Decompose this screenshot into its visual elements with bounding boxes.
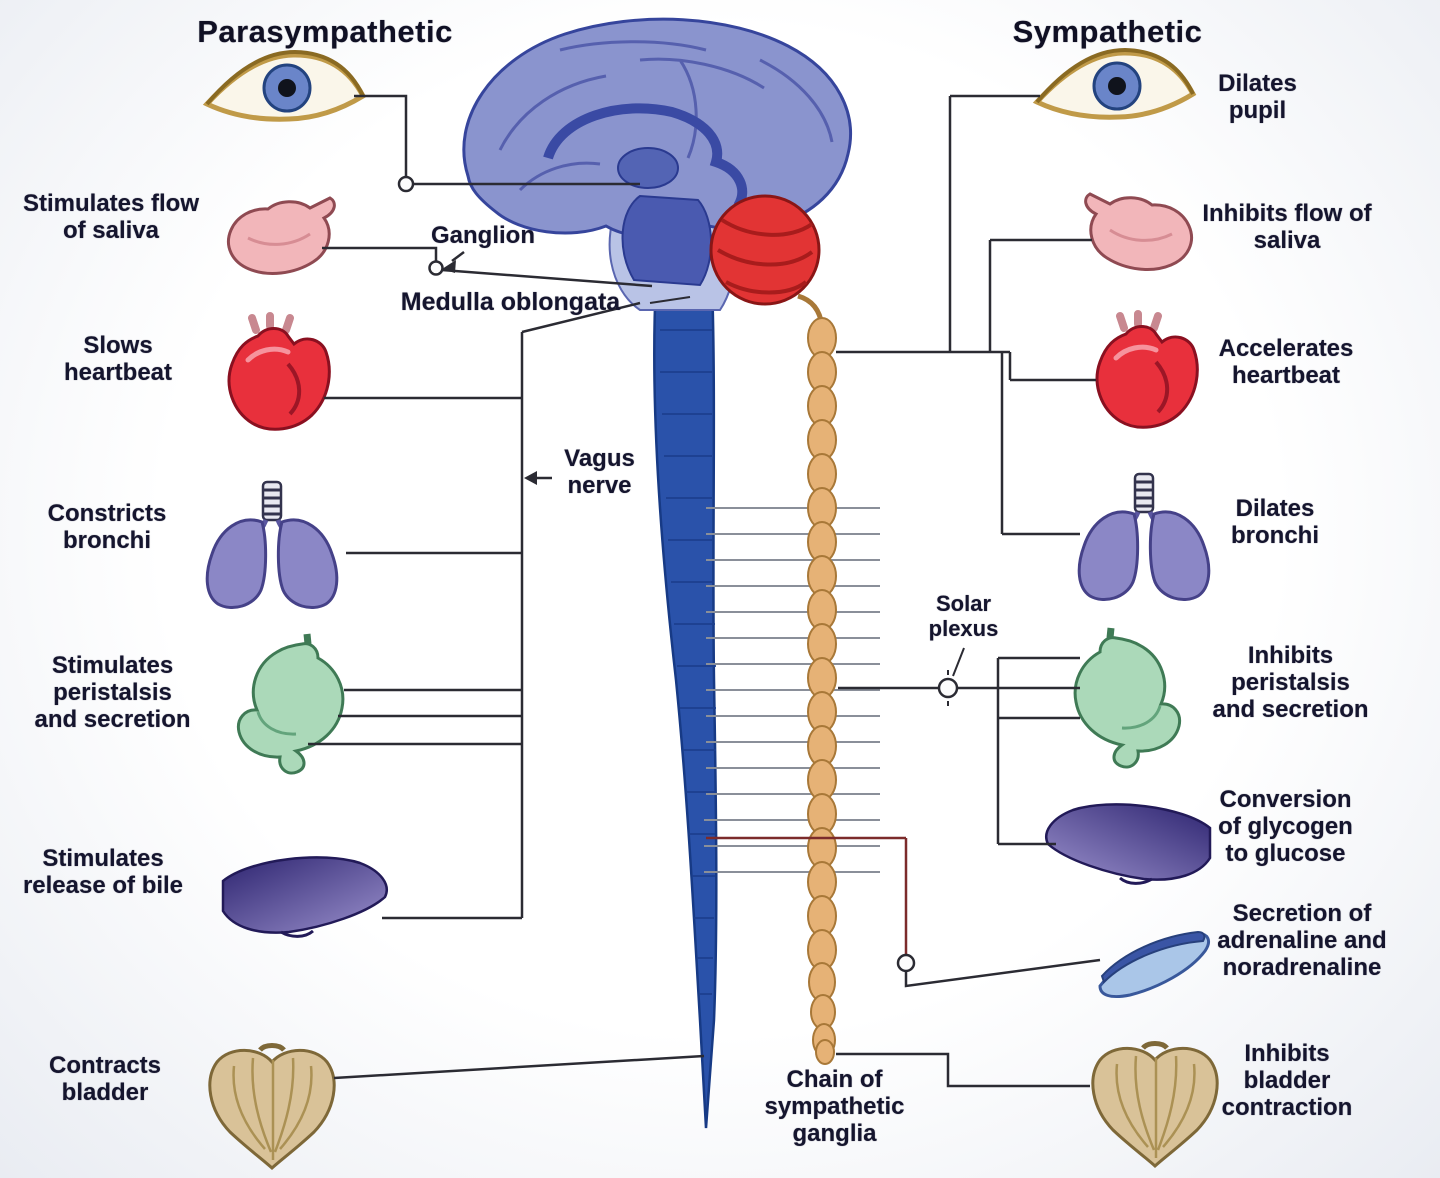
label-accelerates-heartbeat: Accelerates heartbeat: [1218, 335, 1354, 390]
label-dilates-bronchi: Dilates bronchi: [1231, 495, 1319, 550]
label-inhibits-bladder: Inhibits bladder contraction: [1221, 1040, 1353, 1122]
label-glycogen-conversion: Conversion of glycogen to glucose: [1218, 786, 1353, 868]
adrenal-ganglion-circle: [896, 953, 916, 973]
lungs-right: [1079, 474, 1209, 600]
label-medulla-oblongata: Medulla oblongata: [400, 288, 621, 316]
bladder-left: [210, 1046, 334, 1169]
spinal-nerve-rungs: [704, 507, 880, 873]
vagus-nerve-arrow: [524, 471, 537, 485]
bladder-right: [1093, 1044, 1217, 1167]
parasympathetic-pathways: [308, 94, 705, 1080]
label-solar-plexus: Solar plexus: [928, 591, 999, 641]
spinal-cord-illustration: [652, 280, 718, 1129]
sympathetic-title: Sympathetic: [1012, 14, 1203, 49]
stomach-right: [1075, 628, 1179, 767]
label-slows-heartbeat: Slows heartbeat: [63, 332, 173, 387]
label-dilates-pupil: Dilates pupil: [1218, 70, 1297, 125]
ganglion-arrow: [442, 260, 456, 273]
heart-left: [229, 316, 329, 429]
eye-left: [207, 52, 363, 119]
stomach-left: [238, 634, 342, 773]
label-inhibits-peristalsis: Inhibits peristalsis and secretion: [1212, 642, 1369, 724]
liver-left: [221, 855, 389, 938]
label-stimulates-bile: Stimulates release of bile: [22, 845, 184, 900]
label-inhibits-saliva: Inhibits flow of saliva: [1202, 200, 1372, 255]
label-stimulates-peristalsis: Stimulates peristalsis and secretion: [34, 652, 191, 734]
solar-plexus-ticks: [930, 670, 966, 706]
label-stimulates-saliva: Stimulates flow of saliva: [22, 190, 200, 245]
label-vagus-nerve: Vagus nerve: [564, 445, 635, 500]
label-contracts-bladder: Contracts bladder: [48, 1052, 162, 1107]
heart-right: [1097, 314, 1197, 427]
liver-right: [1044, 802, 1212, 885]
parasympathetic-title: Parasympathetic: [197, 14, 453, 49]
sympathetic-chain-illustration: [797, 293, 837, 1065]
brain-illustration: [462, 17, 852, 311]
label-ganglion: Ganglion: [431, 222, 535, 249]
salivary-gland-left: [226, 196, 336, 275]
label-constricts-bronchi: Constricts bronchi: [47, 500, 167, 555]
spinal-cord-segments: [660, 329, 716, 995]
eye-right: [1037, 50, 1193, 117]
lungs-left: [207, 482, 337, 608]
adrenal-pathway: [706, 836, 908, 954]
ganglion-circle-salivary: [428, 260, 444, 276]
solar-plexus-circle: [937, 677, 959, 699]
label-sympathetic-chain: Chain of sympathetic ganglia: [764, 1066, 905, 1148]
adrenal-gland-right: [1098, 930, 1211, 999]
label-adrenaline-secretion: Secretion of adrenaline and noradrenalin…: [1217, 900, 1387, 982]
ganglion-circle-eye: [397, 175, 415, 193]
sympathetic-pathways: [836, 94, 1101, 1088]
salivary-gland-right: [1084, 192, 1194, 271]
